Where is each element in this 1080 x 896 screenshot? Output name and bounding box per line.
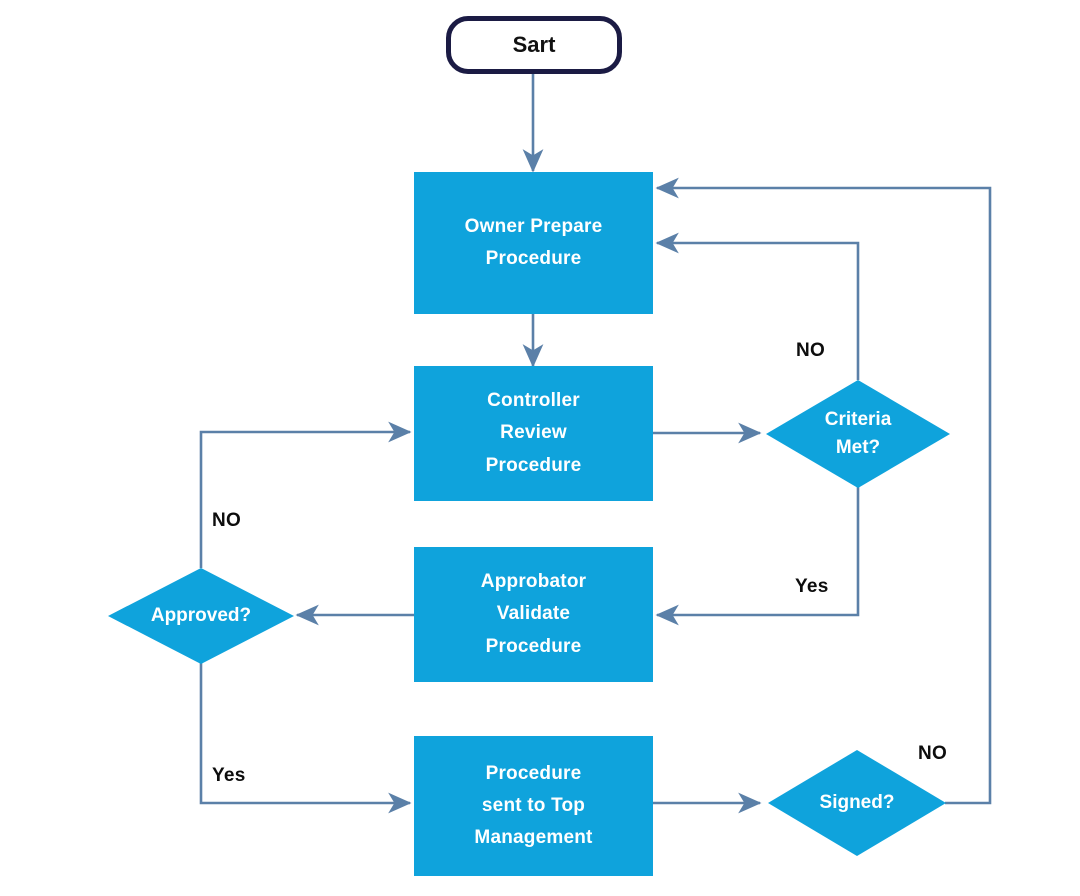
node-controller-review-line1: Controller <box>487 390 580 412</box>
edge-approved-yes-to-procedure-sent <box>199 663 412 814</box>
node-criteria-met-line2: Met? <box>835 437 881 458</box>
edge-approved-no-to-controller-review <box>199 421 412 568</box>
node-procedure-sent-line1: Procedure <box>485 762 582 784</box>
node-owner-prepare-line1: Owner Prepare <box>464 215 603 237</box>
edge-label-signed-no: NO <box>918 743 948 764</box>
node-owner-prepare-procedure[interactable]: Owner Prepare Procedure <box>414 172 653 314</box>
node-controller-review-line2: Review <box>500 422 567 444</box>
edge-label-approved-yes: Yes <box>212 765 246 786</box>
node-criteria-met-line1: Criteria <box>824 409 892 431</box>
node-procedure-sent-line3: Management <box>474 827 593 849</box>
node-controller-review-line3: Procedure <box>485 454 582 476</box>
node-signed-label: Signed? <box>819 792 895 814</box>
node-controller-review-procedure[interactable]: Controller Review Procedure <box>414 366 653 501</box>
edge-label-approved-no: NO <box>212 510 242 531</box>
node-approved-label: Approved? <box>150 605 252 627</box>
node-approbator-validate-line1: Approbator <box>480 571 587 593</box>
node-owner-prepare-line2: Procedure <box>485 248 582 269</box>
node-criteria-met-decision[interactable]: Criteria Met? <box>766 380 950 488</box>
node-approbator-validate-line2: Validate <box>496 603 571 625</box>
edge-signed-no-to-owner-prepare <box>655 177 992 805</box>
node-procedure-sent-to-top-management[interactable]: Procedure sent to Top Management <box>414 736 653 876</box>
node-approbator-validate-procedure[interactable]: Approbator Validate Procedure <box>414 547 653 682</box>
edge-criteria-met-no-to-owner-prepare <box>655 232 860 380</box>
node-approved-decision[interactable]: Approved? <box>108 568 294 664</box>
edge-label-criteria-yes: Yes <box>795 576 829 597</box>
edge-label-criteria-no: NO <box>796 340 826 361</box>
edge-criteria-met-yes-to-approbator-validate <box>655 487 860 626</box>
node-start-label: Sart <box>512 32 556 57</box>
node-approbator-validate-line3: Procedure <box>485 635 582 657</box>
node-start[interactable]: Sart <box>446 16 622 74</box>
node-procedure-sent-line2: sent to Top <box>481 794 586 816</box>
node-signed-decision[interactable]: Signed? <box>768 750 946 856</box>
